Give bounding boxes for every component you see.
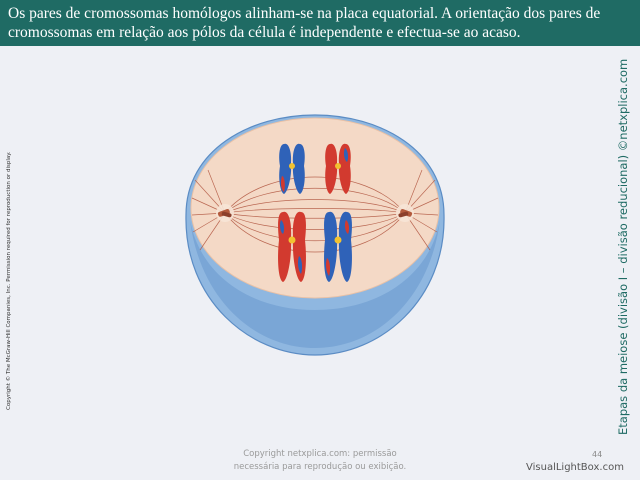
centrosome-right	[396, 204, 414, 222]
footer-copyright-text: Copyright netxplica.com: permissão neces…	[233, 449, 407, 472]
watermark: VisualLightBox.com	[526, 462, 624, 473]
side-title-text: Etapas da meiose (divisão I – divisão re…	[616, 58, 630, 435]
side-title: Etapas da meiose (divisão I – divisão re…	[610, 59, 636, 435]
centrosome-left	[216, 204, 234, 222]
metaphase-cell-illustration	[185, 114, 445, 356]
chromosome-red-large	[278, 211, 306, 282]
chromosome-pair-bottom	[278, 211, 352, 282]
footer-copyright: Copyright netxplica.com: permissão neces…	[220, 448, 420, 474]
chromosome-blue-small	[279, 143, 305, 194]
slide-header: Os pares de cromossomas homólogos alinha…	[0, 0, 640, 46]
copyright-notice: Copyright © The McGraw-Hill Companies, I…	[4, 100, 14, 410]
cytoplasm	[190, 117, 440, 299]
header-text: Os pares de cromossomas homólogos alinha…	[8, 5, 601, 41]
chromosome-pair-top	[279, 143, 351, 194]
cell-membrane-shadow	[190, 220, 440, 348]
chromosome-blue-large	[324, 211, 352, 282]
page-number: 44	[592, 450, 603, 459]
chromosome-red-small	[325, 143, 351, 194]
copyright-text: Copyright © The McGraw-Hill Companies, I…	[6, 151, 12, 410]
